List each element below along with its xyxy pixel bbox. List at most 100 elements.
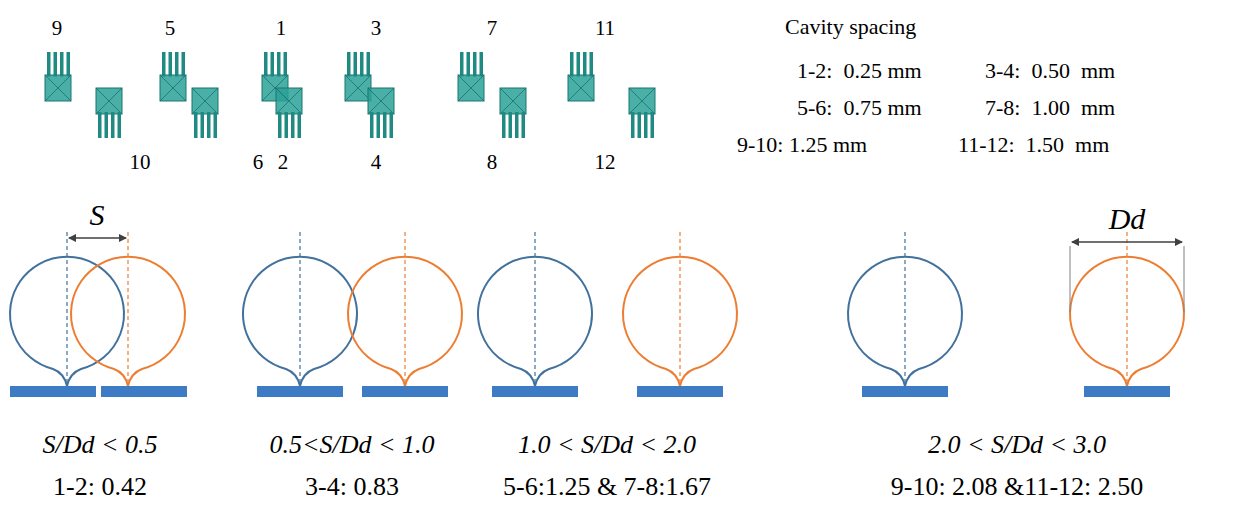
- electrode-number: 12: [595, 150, 616, 174]
- cavity-mark: [368, 88, 394, 114]
- electrode-pad: [96, 88, 122, 114]
- cavity-mark: [160, 75, 186, 101]
- ratio-range: S/Dd < 0.5: [42, 430, 157, 460]
- electrode-finger: [631, 112, 635, 138]
- electrode-finger: [473, 52, 477, 77]
- electrode-pad: [160, 75, 186, 101]
- spacing-entry: 7-8: 1.00 mm: [985, 95, 1115, 120]
- cavity-mark: [96, 88, 122, 114]
- electrode-finger: [284, 52, 288, 77]
- electrode-pad: [45, 75, 71, 101]
- cavity-mark: [629, 88, 655, 114]
- electrode-finger: [644, 112, 648, 138]
- ratio-range: 0.5<S/Dd < 1.0: [269, 430, 434, 460]
- electrode-pad: [637, 386, 723, 397]
- electrode-pad: [568, 75, 594, 101]
- electrode-finger: [271, 52, 275, 77]
- center-line: [679, 232, 680, 386]
- electrode-finger: [60, 52, 64, 77]
- electrode-finger: [201, 112, 205, 138]
- ratio-value: 3-4: 0.83: [305, 472, 399, 502]
- list-heading: Cavity spacing: [785, 14, 916, 39]
- electrode-finger: [383, 112, 387, 138]
- electrode-pad: [1084, 386, 1170, 397]
- electrode-pad: [101, 386, 187, 397]
- electrode-finger: [467, 52, 471, 77]
- electrode-pad: [629, 88, 655, 114]
- cavity-mark: [192, 88, 218, 114]
- electrode-pad: [362, 386, 448, 397]
- electrode-finger: [298, 112, 302, 138]
- electrode-finger: [264, 52, 268, 77]
- electrode-pad: [458, 75, 484, 101]
- electrode-finger: [354, 52, 358, 77]
- electrode-number: 10: [130, 150, 151, 174]
- electrode-finger: [98, 112, 102, 138]
- electrode-pad: [492, 386, 578, 397]
- electrode-finger: [651, 112, 655, 138]
- electrode-pad: [276, 88, 302, 114]
- cavity-mark: [276, 88, 302, 114]
- electrode-finger: [502, 112, 506, 138]
- dimension-label: Dd: [1109, 202, 1146, 237]
- electrode-finger: [169, 52, 173, 77]
- extension-line: [1070, 246, 1071, 312]
- electrode-finger: [47, 52, 51, 77]
- electrode-finger: [577, 52, 581, 77]
- electrode-finger: [105, 112, 109, 138]
- center-line: [1126, 232, 1127, 386]
- ratio-range: 1.0 < S/Dd < 2.0: [518, 430, 696, 460]
- electrode-finger: [590, 52, 594, 77]
- spacing-entry: 3-4: 0.50 mm: [985, 58, 1115, 83]
- electrode-number: 1: [276, 16, 287, 40]
- electrode-finger: [54, 52, 58, 77]
- electrode-number: 3: [371, 16, 382, 40]
- ratio-value: 1-2: 0.42: [53, 472, 147, 502]
- diameter-arrow: [1072, 241, 1182, 243]
- ratio-value: 9-10: 2.08 &11-12: 2.50: [891, 472, 1144, 502]
- electrode-pad: [500, 88, 526, 114]
- electrode-number: 5: [165, 16, 176, 40]
- dimension-label: S: [90, 198, 105, 233]
- electrode-number: 6: [253, 150, 264, 174]
- electrode-finger: [390, 112, 394, 138]
- electrode-finger: [291, 112, 295, 138]
- center-line: [127, 232, 128, 386]
- cavity-mark: [568, 75, 594, 101]
- electrode-finger: [277, 52, 281, 77]
- electrode-finger: [175, 52, 179, 77]
- electrode-finger: [515, 112, 519, 138]
- electrode-finger: [638, 112, 642, 138]
- electrode-finger: [207, 112, 211, 138]
- electrode-finger: [370, 112, 374, 138]
- electrode-pad: [10, 386, 96, 397]
- electrode-finger: [509, 112, 513, 138]
- electrode-finger: [285, 112, 289, 138]
- electrode-number: 2: [278, 150, 289, 174]
- center-line: [534, 232, 535, 386]
- electrode-finger: [460, 52, 464, 77]
- center-line: [66, 232, 67, 386]
- electrode-number: 4: [371, 150, 382, 174]
- electrode-finger: [162, 52, 166, 77]
- electrode-number: 9: [52, 16, 63, 40]
- electrode-finger: [278, 112, 282, 138]
- electrode-finger: [347, 52, 351, 77]
- electrode-pad: [257, 386, 343, 397]
- electrode-finger: [480, 52, 484, 77]
- cavity-mark: [45, 75, 71, 101]
- electrode-finger: [111, 112, 115, 138]
- electrode-number: 11: [595, 16, 615, 40]
- electrode-pad: [368, 88, 394, 114]
- cavity-mark: [500, 88, 526, 114]
- electrode-finger: [360, 52, 364, 77]
- ratio-value: 5-6:1.25 & 7-8:1.67: [503, 472, 711, 502]
- spacing-entry: 5-6: 0.75 mm: [797, 95, 922, 120]
- electrode-finger: [214, 112, 218, 138]
- electrode-finger: [182, 52, 186, 77]
- spacing-entry: 9-10: 1.25 mm: [737, 132, 867, 157]
- spacing-arrow: [69, 237, 126, 239]
- ratio-range: 2.0 < S/Dd < 3.0: [928, 430, 1106, 460]
- center-line: [904, 232, 905, 386]
- electrode-pad: [862, 386, 948, 397]
